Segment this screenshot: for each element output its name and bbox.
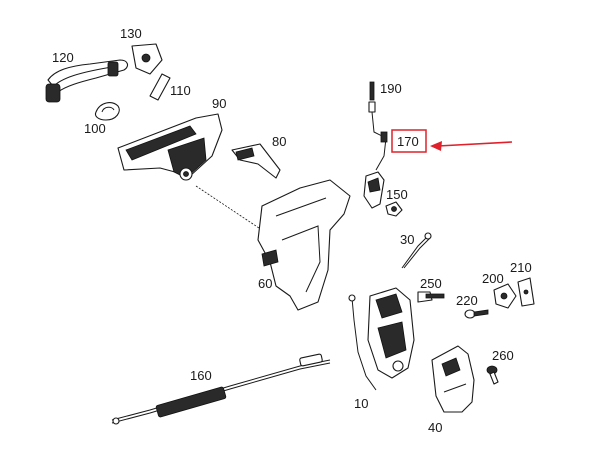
part-160-bowden-cable xyxy=(111,353,331,425)
label-190: 190 xyxy=(380,81,402,96)
label-250: 250 xyxy=(420,276,442,291)
part-150-clip xyxy=(385,201,403,217)
label-30: 30 xyxy=(400,232,414,247)
part-130-bracket xyxy=(131,43,163,75)
label-260: 260 xyxy=(492,348,514,363)
part-100-gasket xyxy=(94,102,120,121)
label-10: 10 xyxy=(354,396,368,411)
label-210: 210 xyxy=(510,260,532,275)
part-10-door-lock xyxy=(348,287,415,391)
part-210-bracket xyxy=(517,277,535,307)
label-120: 120 xyxy=(52,50,74,65)
highlight-arrow xyxy=(430,141,513,151)
part-110-cap xyxy=(149,73,171,101)
label-100: 100 xyxy=(84,121,106,136)
label-90: 90 xyxy=(212,96,226,111)
label-150: 150 xyxy=(386,187,408,202)
label-220: 220 xyxy=(456,293,478,308)
part-80-bracket xyxy=(231,143,281,179)
part-190-rod xyxy=(368,81,376,113)
part-200-striker xyxy=(493,283,517,309)
label-200: 200 xyxy=(482,271,504,286)
part-260-screw xyxy=(486,365,499,385)
part-220-screw xyxy=(464,309,489,319)
part-120-door-handle xyxy=(45,59,129,103)
part-30-rod xyxy=(401,232,432,269)
highlight-box-170 xyxy=(391,129,427,153)
label-40: 40 xyxy=(428,420,442,435)
part-170-cable xyxy=(363,111,388,209)
leader-line xyxy=(195,185,263,231)
label-160: 160 xyxy=(190,368,212,383)
label-130: 130 xyxy=(120,26,142,41)
part-40-cover xyxy=(431,345,475,413)
part-60-carrier xyxy=(257,179,351,311)
part-250-screw xyxy=(417,291,445,303)
label-60: 60 xyxy=(258,276,272,291)
label-110: 110 xyxy=(170,83,191,98)
label-80: 80 xyxy=(272,134,286,149)
part-90-handle-carrier xyxy=(117,113,223,181)
label-170: 170 xyxy=(397,134,419,149)
